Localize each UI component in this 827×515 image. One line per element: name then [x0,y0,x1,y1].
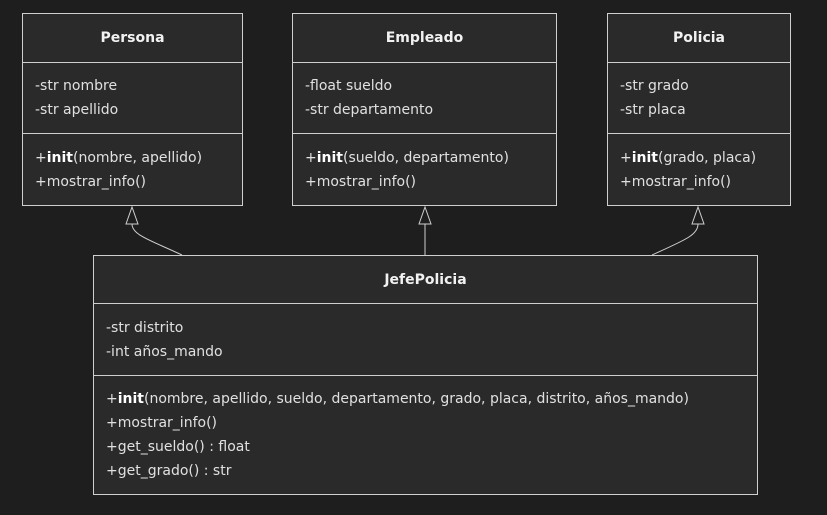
method-prefix: + [305,149,317,166]
method: +mostrar_info() [35,173,146,190]
inheritance-edge-policia [651,223,699,256]
class-methods: +init(nombre, apellido) +mostrar_info() [23,134,242,205]
class-attributes: -str distrito -int años_mando [94,304,757,376]
method-params: (nombre, apellido) [73,149,203,166]
attribute: -str placa [620,102,686,118]
method: +init(grado, placa) [620,146,778,170]
class-persona[interactable]: Persona -str nombre -str apellido +init(… [22,13,243,206]
method-keyword: init [117,391,144,407]
method-keyword: init [631,149,658,166]
method: +init(nombre, apellido) [35,146,230,170]
method: +mostrar_info() [305,173,416,190]
method-params: (sueldo, departamento) [343,149,509,166]
inheritance-arrowhead-persona [125,205,139,225]
method-params: (grado, placa) [658,149,757,166]
method: +get_sueldo() : float [106,439,250,455]
method: +init(sueldo, departamento) [305,146,544,170]
method-prefix: + [106,391,118,407]
method: +get_grado() : str [106,463,232,479]
class-attributes: -float sueldo -str departamento [293,63,556,134]
method-prefix: + [35,149,47,166]
attribute: -str nombre [35,78,118,94]
attribute: -int años_mando [106,343,223,360]
attribute: -str distrito [106,319,184,336]
method: +mostrar_info() [106,415,217,431]
method: +init(nombre, apellido, sueldo, departam… [106,387,745,411]
inheritance-arrowhead-policia [691,205,705,225]
class-name: Policia [608,14,790,63]
inheritance-edge-persona [131,223,183,256]
method-prefix: + [620,149,632,166]
class-methods: +init(nombre, apellido, sueldo, departam… [94,376,757,494]
class-name: JefePolicia [94,256,757,304]
attribute: -str departamento [305,102,434,118]
class-methods: +init(grado, placa) +mostrar_info() [608,134,790,205]
class-attributes: -str grado -str placa [608,63,790,134]
class-methods: +init(sueldo, departamento) +mostrar_inf… [293,134,556,205]
class-policia[interactable]: Policia -str grado -str placa +init(grad… [607,13,791,206]
method-params: (nombre, apellido, sueldo, departamento,… [144,391,689,407]
class-name: Persona [23,14,242,63]
method: +mostrar_info() [620,173,731,190]
method-keyword: init [46,149,73,166]
attribute: -str grado [620,78,689,94]
inheritance-arrowhead-empleado [418,205,432,225]
class-empleado[interactable]: Empleado -float sueldo -str departamento… [292,13,557,206]
class-attributes: -str nombre -str apellido [23,63,242,134]
class-jefe-policia[interactable]: JefePolicia -str distrito -int años_mand… [93,255,758,495]
class-name: Empleado [293,14,556,63]
method-keyword: init [316,149,343,166]
attribute: -str apellido [35,102,119,118]
attribute: -float sueldo [305,78,393,94]
